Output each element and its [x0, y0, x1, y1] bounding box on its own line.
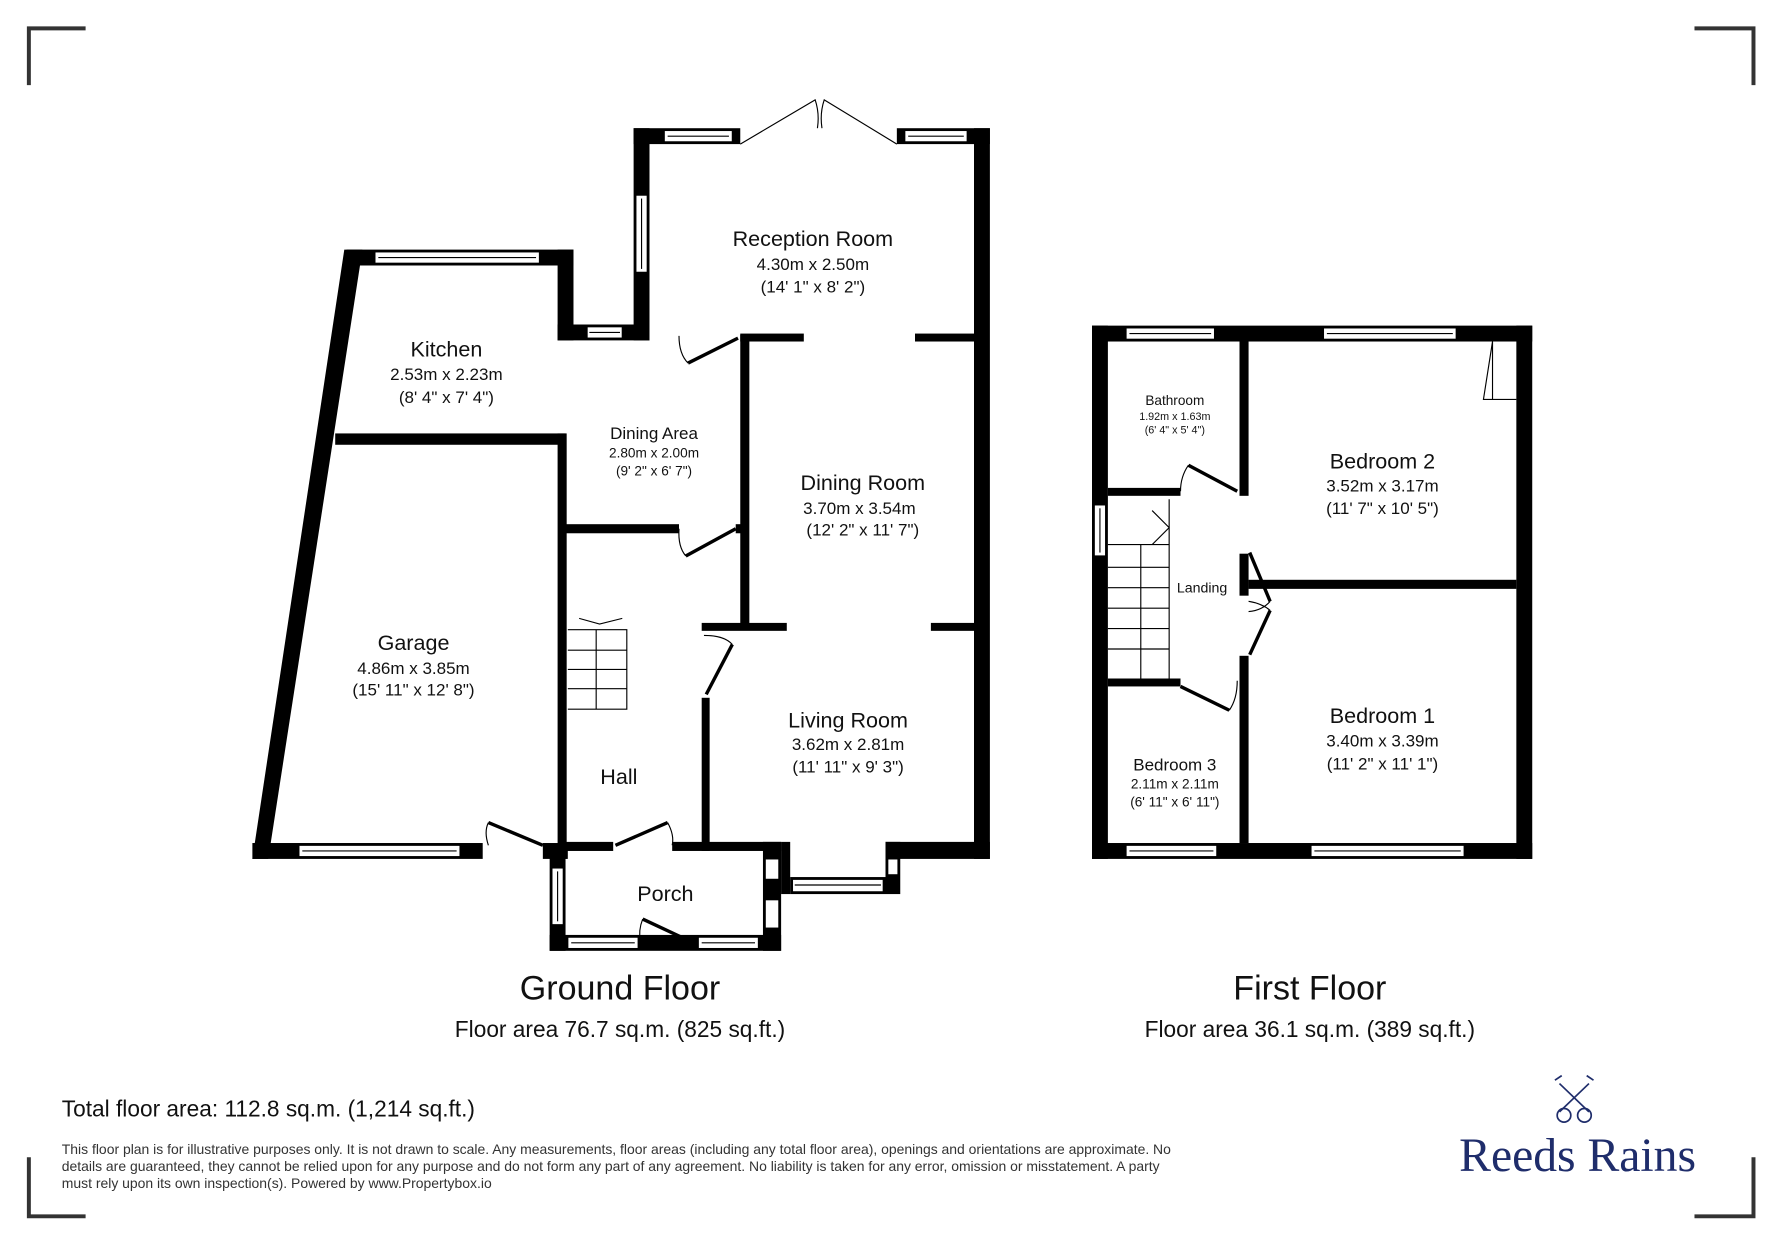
svg-text:3.70m x 3.54m: 3.70m x 3.54m — [803, 499, 915, 518]
ground-floor-windows — [298, 129, 968, 950]
svg-text:(6' 11" x 6' 11"): (6' 11" x 6' 11") — [1130, 795, 1219, 810]
room-label-dining-area: Dining Area 2.80m x 2.00m (9' 2" x 6' 7"… — [609, 424, 699, 478]
room-label-bathroom: Bathroom 1.92m x 1.63m (6' 4" x 5' 4") — [1139, 393, 1210, 436]
room-label-porch: Porch — [637, 881, 693, 906]
room-label-bedroom-1: Bedroom 1 3.40m x 3.39m (11' 2" x 11' 1"… — [1326, 703, 1438, 774]
svg-text:This floor plan is for illustr: This floor plan is for illustrative purp… — [62, 1141, 1171, 1157]
first-floor-title: First Floor — [1233, 970, 1386, 1008]
room-label-garage: Garage 4.86m x 3.85m (15' 11" x 12' 8") — [352, 630, 474, 699]
svg-text:(11' 11" x 9' 3"): (11' 11" x 9' 3") — [792, 758, 903, 777]
room-label-bedroom-3: Bedroom 3 2.11m x 2.11m (6' 11" x 6' 11"… — [1130, 755, 1219, 809]
crossed-keys-icon — [1554, 1074, 1594, 1123]
svg-text:(6' 4" x 5' 4"): (6' 4" x 5' 4") — [1145, 424, 1205, 436]
ground-floor-doors — [485, 98, 898, 946]
first-floor-windows — [1093, 327, 1517, 858]
landing-stairs — [1107, 499, 1170, 679]
svg-text:3.40m x 3.39m: 3.40m x 3.39m — [1326, 732, 1438, 751]
svg-text:Bedroom 2: Bedroom 2 — [1330, 449, 1435, 474]
ground-floor-title: Ground Floor — [520, 970, 720, 1008]
svg-text:4.30m x 2.50m: 4.30m x 2.50m — [757, 255, 869, 274]
svg-text:Bathroom: Bathroom — [1145, 393, 1204, 408]
svg-text:(12' 2" x 11' 7"): (12' 2" x 11' 7") — [806, 521, 919, 540]
svg-text:(11' 7" x 10' 5"): (11' 7" x 10' 5") — [1326, 499, 1439, 518]
svg-text:Garage: Garage — [378, 630, 450, 655]
svg-text:3.52m x 3.17m: 3.52m x 3.17m — [1326, 476, 1438, 495]
room-label-landing: Landing — [1177, 580, 1227, 596]
svg-text:(9' 2" x 6' 7"): (9' 2" x 6' 7") — [616, 463, 692, 478]
room-label-dining-room: Dining Room 3.70m x 3.54m (12' 2" x 11' … — [801, 470, 926, 539]
disclaimer: This floor plan is for illustrative purp… — [62, 1141, 1171, 1191]
svg-text:(15' 11" x 12' 8"): (15' 11" x 12' 8") — [352, 681, 474, 700]
first-floor-doors — [1179, 463, 1272, 712]
room-label-bedroom-2: Bedroom 2 3.52m x 3.17m (11' 7" x 10' 5"… — [1326, 449, 1439, 518]
svg-text:details are guaranteed, they c: details are guaranteed, they cannot be r… — [62, 1158, 1160, 1174]
svg-text:Bedroom 3: Bedroom 3 — [1133, 755, 1216, 774]
svg-text:Reeds Rains: Reeds Rains — [1459, 1130, 1696, 1182]
svg-text:2.80m x 2.00m: 2.80m x 2.00m — [609, 445, 699, 460]
svg-text:must rely upon its own inspect: must rely upon its own inspection(s). Po… — [62, 1175, 492, 1191]
logo: Reeds Rains — [1459, 1074, 1696, 1182]
svg-text:4.86m x 3.85m: 4.86m x 3.85m — [357, 659, 469, 678]
total-floor-area: Total floor area: 112.8 sq.m. (1,214 sq.… — [62, 1095, 475, 1121]
svg-text:Dining Area: Dining Area — [610, 424, 698, 443]
corner-brackets — [26, 26, 1756, 1219]
svg-text:Living Room: Living Room — [788, 707, 908, 732]
svg-text:(11' 2" x 11' 1"): (11' 2" x 11' 1") — [1327, 754, 1438, 773]
svg-text:Reception Room: Reception Room — [733, 226, 894, 251]
hall-stairs — [567, 617, 628, 710]
room-label-kitchen: Kitchen 2.53m x 2.23m (8' 4" x 7' 4") — [390, 336, 502, 407]
ground-floor-area: Floor area 76.7 sq.m. (825 sq.ft.) — [455, 1016, 785, 1042]
svg-text:Bedroom 1: Bedroom 1 — [1330, 703, 1435, 728]
room-label-reception-room: Reception Room 4.30m x 2.50m (14' 1" x 8… — [733, 226, 894, 297]
svg-text:Dining Room: Dining Room — [801, 470, 926, 495]
svg-text:1.92m x 1.63m: 1.92m x 1.63m — [1139, 411, 1210, 423]
svg-text:3.62m x 2.81m: 3.62m x 2.81m — [792, 735, 904, 754]
svg-text:2.11m x 2.11m: 2.11m x 2.11m — [1131, 777, 1219, 792]
room-label-living-room: Living Room 3.62m x 2.81m (11' 11" x 9' … — [788, 707, 908, 776]
svg-text:(14' 1" x 8' 2"): (14' 1" x 8' 2") — [761, 278, 866, 297]
svg-text:2.53m x 2.23m: 2.53m x 2.23m — [390, 365, 502, 384]
first-floor-area: Floor area 36.1 sq.m. (389 sq.ft.) — [1145, 1016, 1475, 1042]
svg-text:(8' 4" x 7' 4"): (8' 4" x 7' 4") — [399, 388, 494, 407]
svg-text:Kitchen: Kitchen — [410, 336, 482, 361]
room-label-hall: Hall — [600, 764, 637, 789]
